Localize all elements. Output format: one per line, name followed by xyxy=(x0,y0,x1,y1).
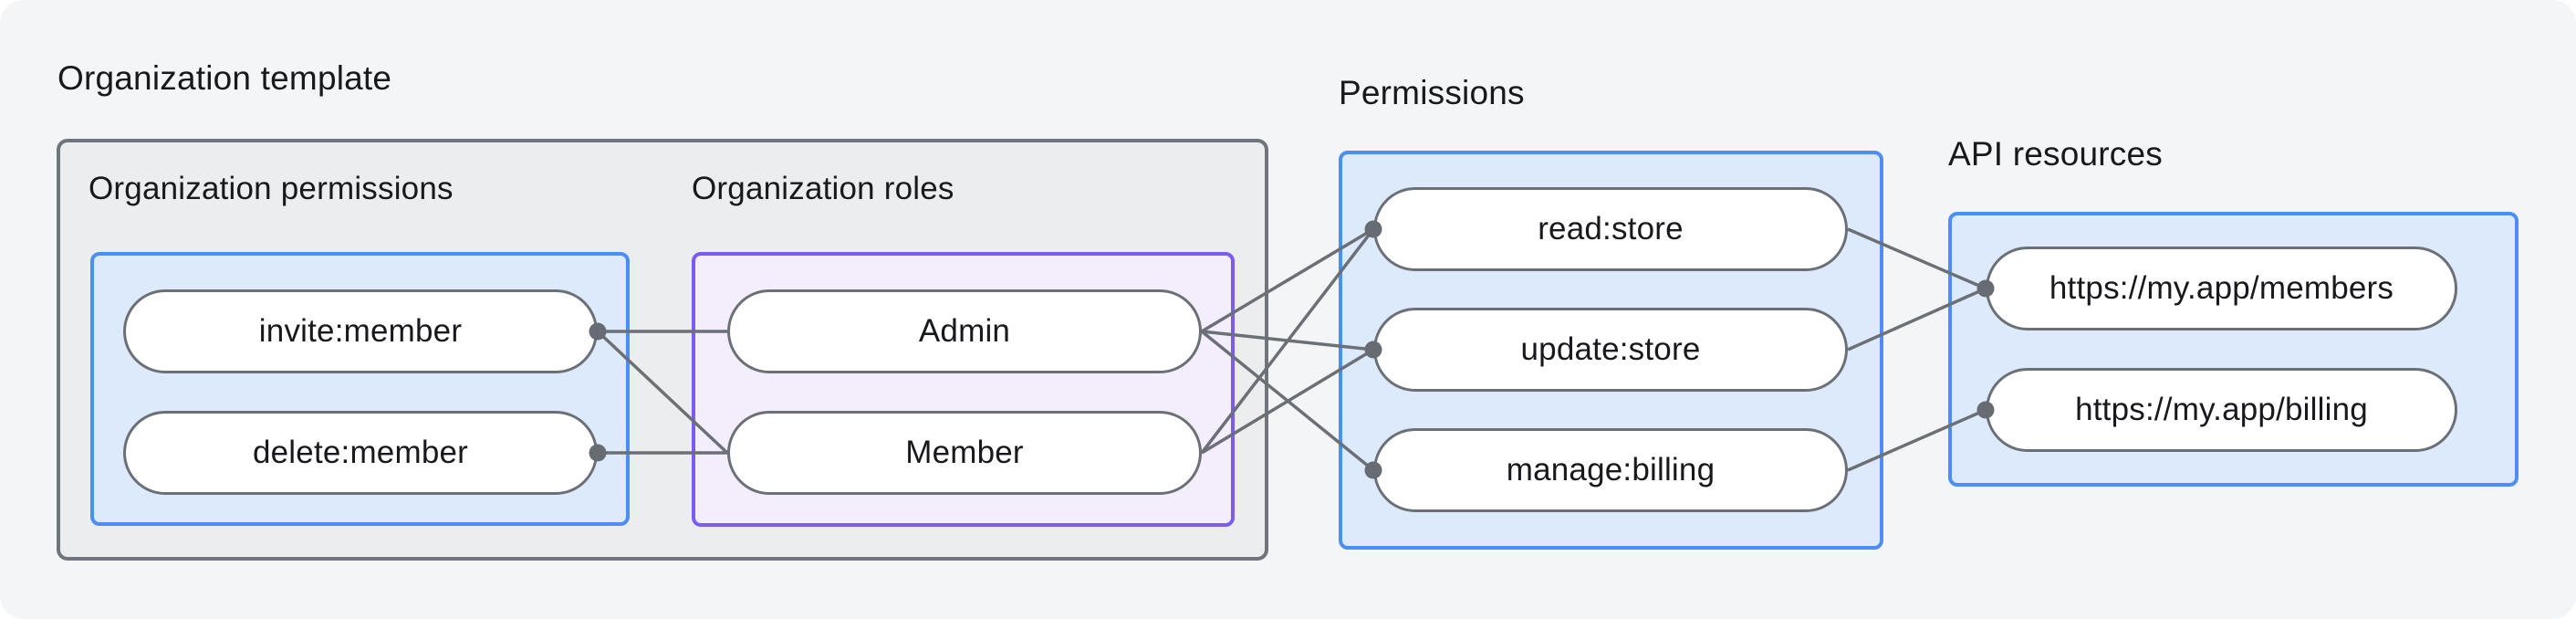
node-api-members: https://my.app/members xyxy=(1986,247,2457,330)
node-label: invite:member xyxy=(258,313,463,349)
node-label: manage:billing xyxy=(1506,452,1716,488)
node-read-store: read:store xyxy=(1373,187,1848,271)
node-role-member: Member xyxy=(727,411,1202,495)
org-template-title: Organization template xyxy=(57,59,392,97)
node-label: Member xyxy=(905,435,1024,470)
node-label: Admin xyxy=(918,313,1011,349)
api-resources-title: API resources xyxy=(1948,135,2163,173)
node-label: https://my.app/members xyxy=(2049,270,2394,306)
node-delete-member: delete:member xyxy=(123,411,598,495)
node-label: update:store xyxy=(1520,331,1701,367)
node-label: https://my.app/billing xyxy=(2075,392,2368,427)
node-role-admin: Admin xyxy=(727,289,1202,373)
permissions-title: Permissions xyxy=(1339,74,1525,111)
node-update-store: update:store xyxy=(1373,308,1848,392)
node-api-billing: https://my.app/billing xyxy=(1986,368,2457,452)
org-permissions-label: Organization permissions xyxy=(89,171,454,206)
node-manage-billing: manage:billing xyxy=(1373,428,1848,512)
node-label: read:store xyxy=(1538,211,1684,247)
org-roles-label: Organization roles xyxy=(692,171,954,206)
node-label: delete:member xyxy=(252,435,469,470)
node-invite-member: invite:member xyxy=(123,289,598,373)
